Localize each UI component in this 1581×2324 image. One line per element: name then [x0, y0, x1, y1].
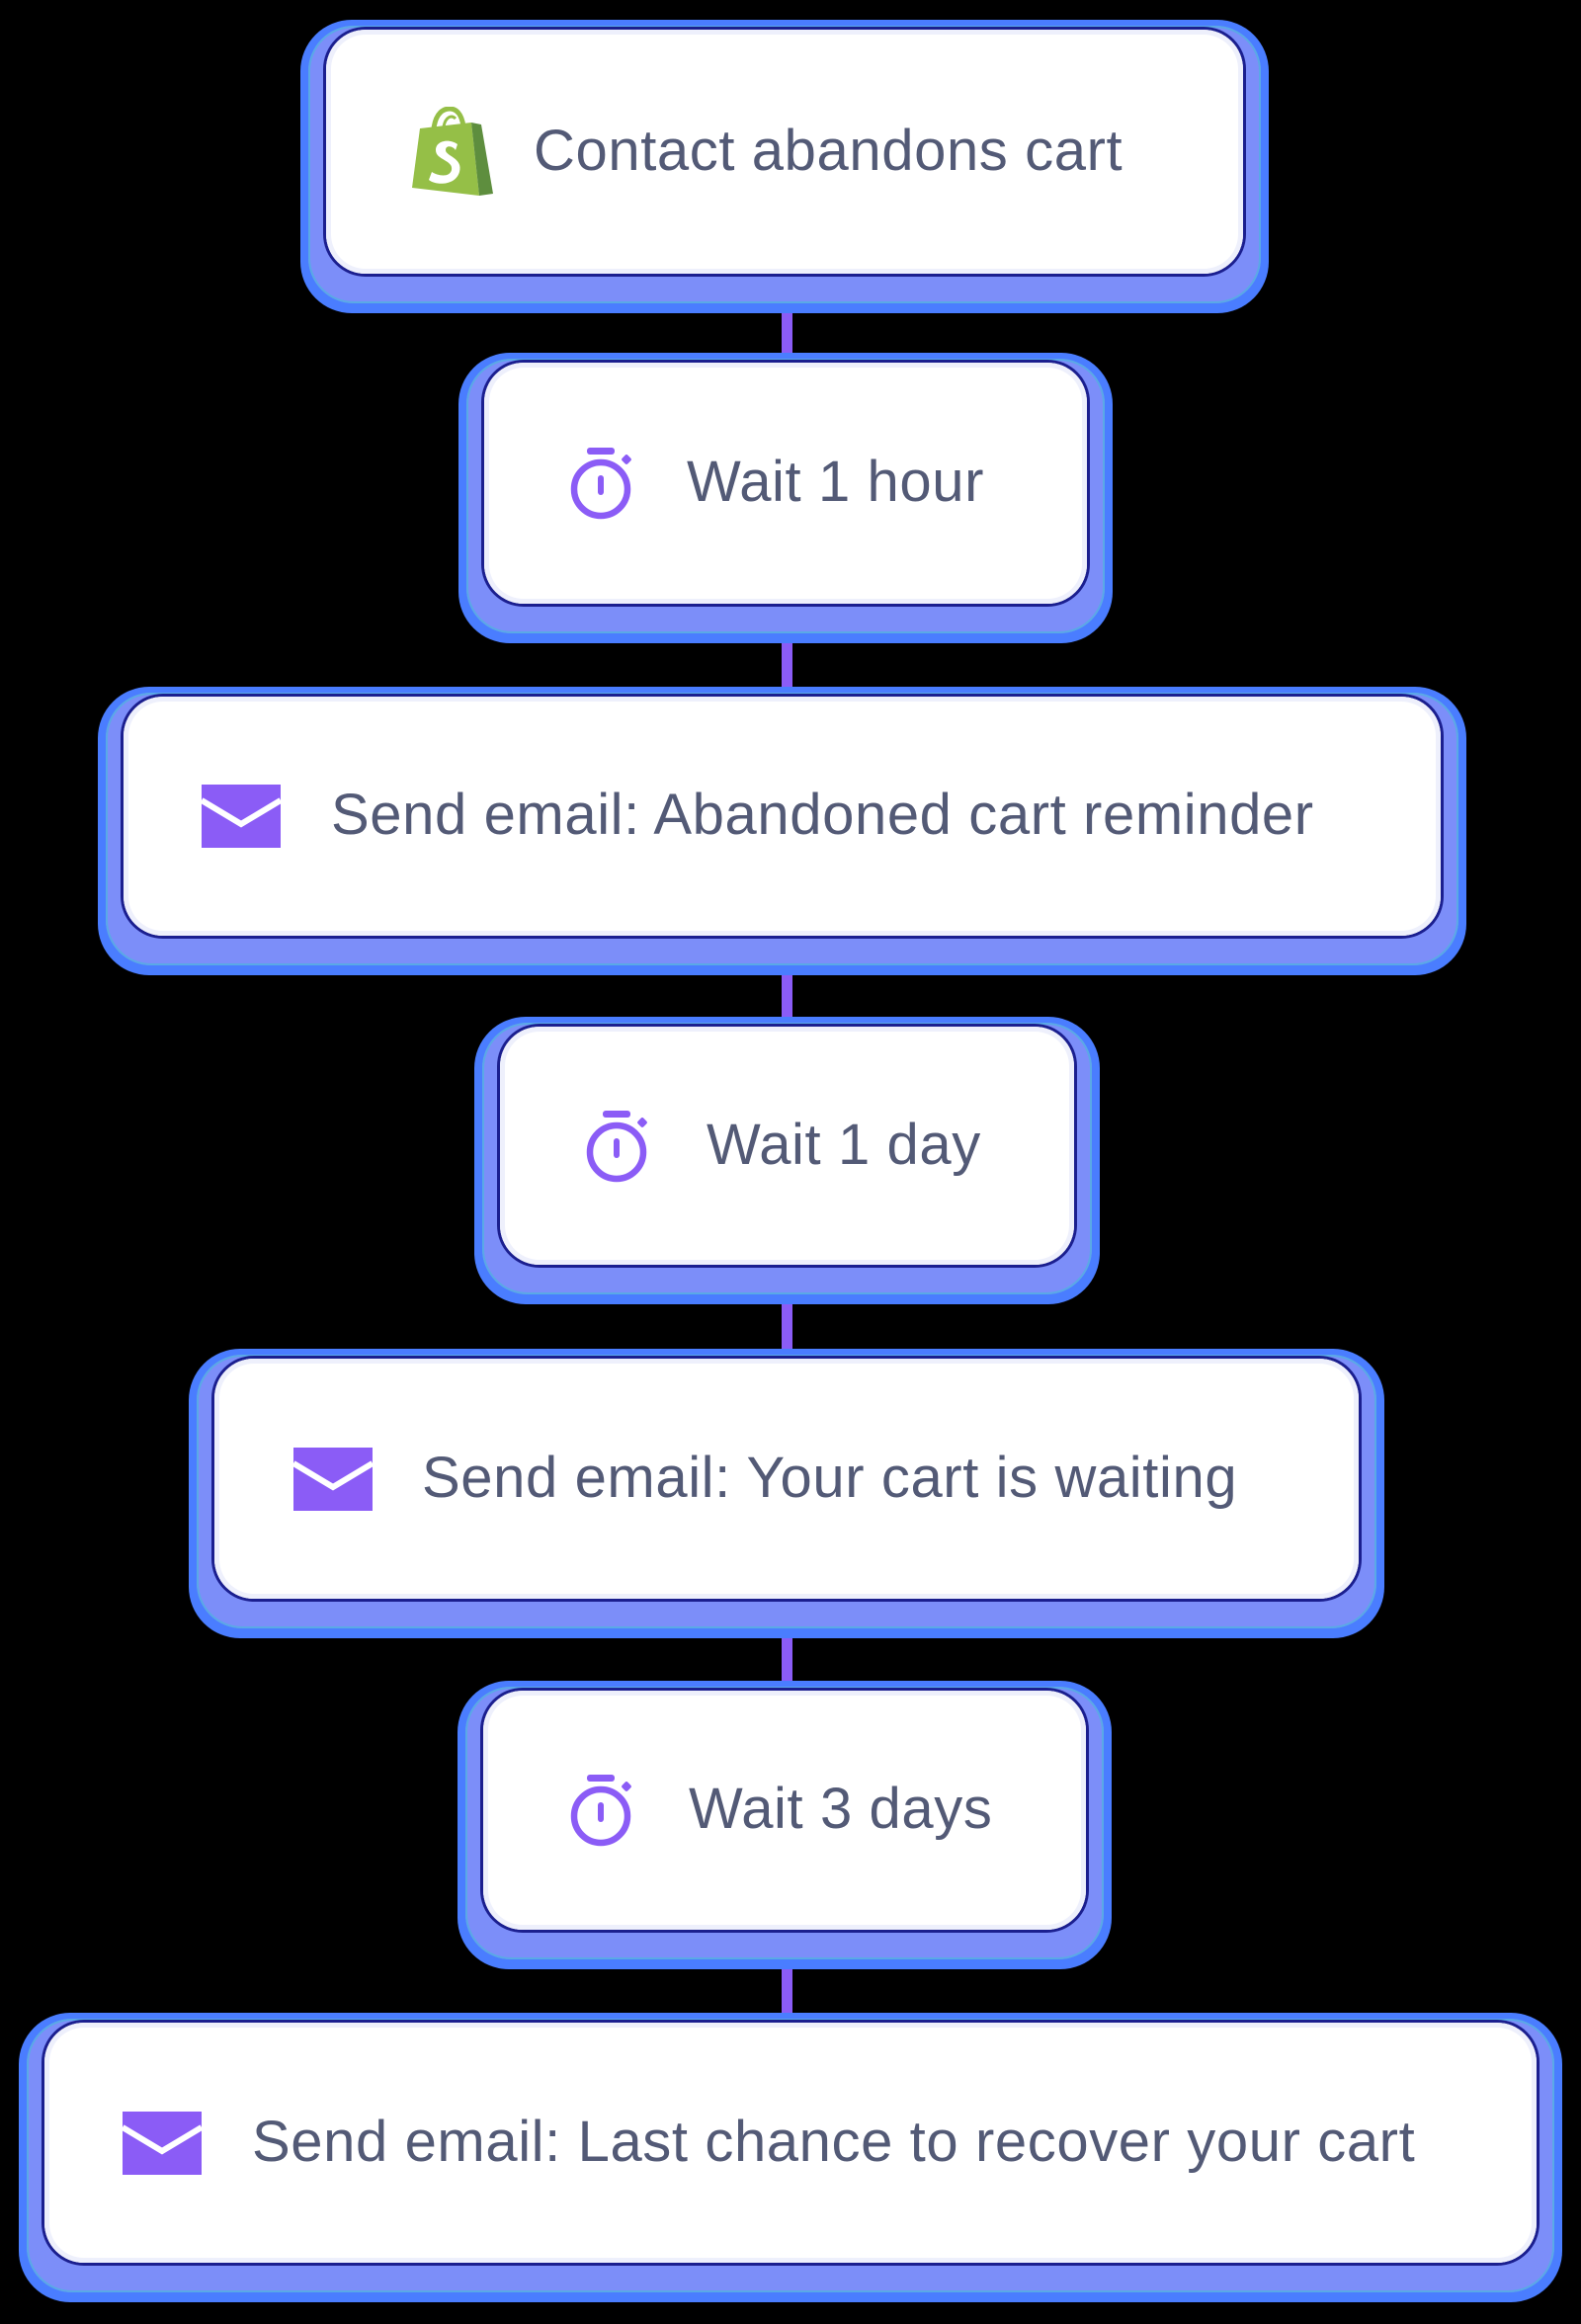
node-label: Contact abandons cart [534, 118, 1123, 183]
node-label: Send email: Abandoned cart reminder [331, 783, 1314, 848]
connector-1-2 [782, 267, 792, 371]
flow-node-email-your-cart-is-waiting[interactable]: Send email: Your cart is waiting [189, 1349, 1384, 1638]
node-card: Wait 1 hour [484, 363, 1087, 604]
flow-node-email-abandoned-cart-reminder[interactable]: Send email: Abandoned cart reminder [98, 687, 1466, 975]
node-card: Contact abandons cart [326, 30, 1243, 274]
node-card: Send email: Last chance to recover your … [44, 2023, 1537, 2263]
stopwatch-icon [567, 1773, 636, 1848]
connector-4-5 [782, 1258, 792, 1366]
node-label: Send email: Your cart is waiting [422, 1445, 1238, 1510]
node-card: Wait 1 day [500, 1027, 1074, 1265]
envelope-icon [200, 785, 283, 848]
flow-node-wait-1-hour[interactable]: Wait 1 hour [458, 353, 1113, 643]
node-label: Wait 1 hour [687, 450, 985, 515]
shopify-bag-icon [410, 105, 495, 198]
stopwatch-icon [583, 1109, 652, 1184]
envelope-icon [121, 2111, 204, 2175]
flow-node-wait-3-days[interactable]: Wait 3 days [458, 1681, 1112, 1969]
node-card: Wait 3 days [483, 1691, 1086, 1930]
node-card: Send email: Your cart is waiting [214, 1359, 1359, 1599]
connector-6-7 [782, 1923, 792, 2030]
node-card: Send email: Abandoned cart reminder [124, 697, 1441, 936]
connector-3-4 [782, 929, 792, 1034]
connector-5-6 [782, 1592, 792, 1698]
node-label: Wait 1 day [707, 1112, 981, 1177]
flow-node-wait-1-day[interactable]: Wait 1 day [474, 1017, 1100, 1304]
flow-node-trigger[interactable]: Contact abandons cart [300, 20, 1269, 313]
flow-node-email-last-chance[interactable]: Send email: Last chance to recover your … [19, 2013, 1562, 2302]
stopwatch-icon [567, 446, 636, 521]
node-label: Wait 3 days [689, 1777, 993, 1842]
connector-2-3 [782, 597, 792, 704]
node-label: Send email: Last chance to recover your … [252, 2109, 1416, 2174]
envelope-icon [291, 1447, 374, 1511]
